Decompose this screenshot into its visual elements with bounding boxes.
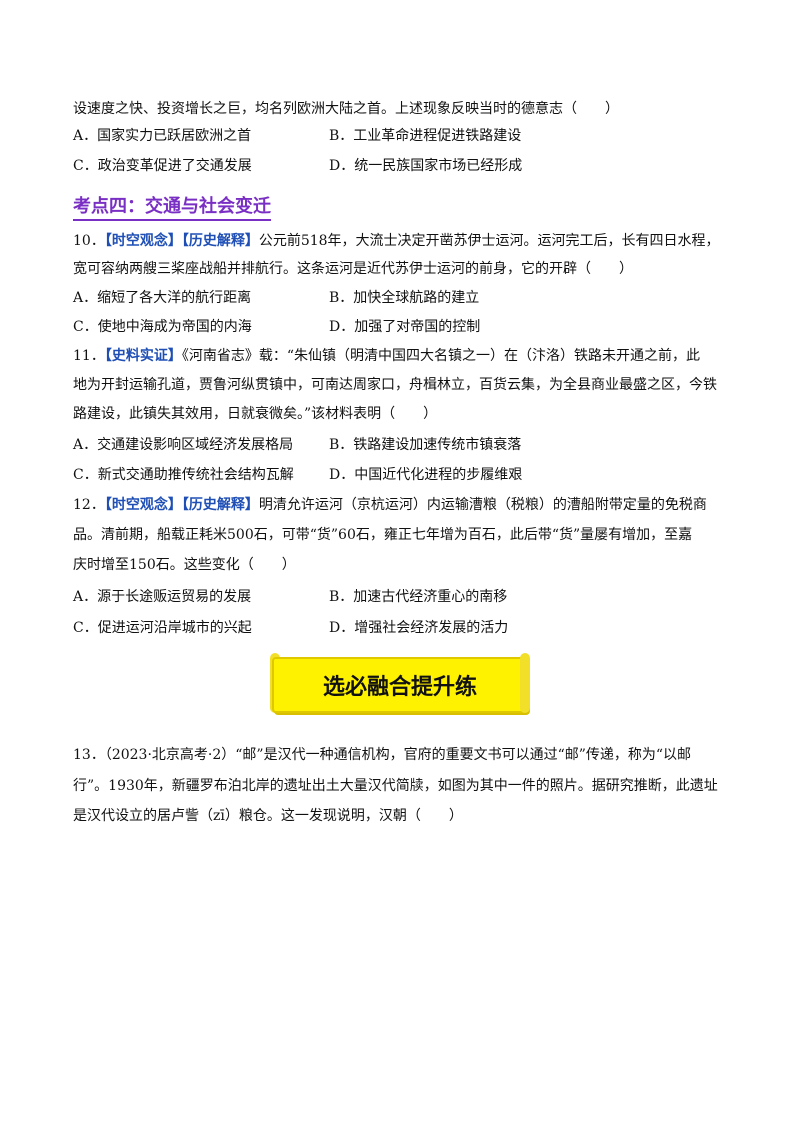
q12-stem-text: 明清允许运河（京杭运河）内运输漕粮（税粮）的漕船附带定量的免税商 bbox=[258, 497, 707, 513]
q12-number: 12． bbox=[73, 497, 105, 513]
q10-tag-spatiotemporal: 【时空观念】 bbox=[104, 233, 182, 249]
q10-option-c: C．使地中海成为帝国的内海 bbox=[73, 319, 252, 335]
q10-option-b: B．加快全球航路的建立 bbox=[329, 290, 480, 306]
q10-tag-interpretation: 【历史解释】 bbox=[181, 233, 259, 249]
q12-option-d: D．增强社会经济发展的活力 bbox=[329, 620, 509, 636]
q12-option-c: C．促进运河沿岸城市的兴起 bbox=[73, 620, 252, 636]
q9-option-d: D．统一民族国家市场已经形成 bbox=[329, 158, 523, 174]
section-banner: 选必融合提升练 bbox=[270, 653, 530, 713]
q9-option-c: C．政治变革促进了交通发展 bbox=[73, 158, 252, 174]
q12-tag-spatiotemporal: 【时空观念】 bbox=[104, 497, 182, 513]
q11-option-c: C．新式交通助推传统社会结构瓦解 bbox=[73, 467, 294, 483]
q11-stem-line3: 路建设，此镇失其效用，日就衰微矣。”该材料表明（ ） bbox=[73, 406, 438, 422]
q10-option-a: A．缩短了各大洋的航行距离 bbox=[73, 290, 252, 306]
section-heading: 考点四：交通与社会变迁 bbox=[73, 196, 271, 221]
q9-option-a: A．国家实力已跃居欧洲之首 bbox=[73, 128, 252, 144]
q11-option-a: A．交通建设影响区域经济发展格局 bbox=[73, 437, 294, 453]
q10-option-d: D．加强了对帝国的控制 bbox=[329, 319, 481, 335]
q13-stem-line1: 13．（2023·北京高考·2）“邮”是汉代一种通信机构，官府的重要文书可以通过… bbox=[73, 747, 692, 763]
q12-option-a: A．源于长途贩运贸易的发展 bbox=[73, 589, 252, 605]
q10-stem-line2: 宽可容纳两艘三桨座战船并排航行。这条运河是近代苏伊士运河的前身，它的开辟（ ） bbox=[73, 261, 633, 277]
q10-stem-text: 公元前518年，大流士决定开凿苏伊士运河。运河完工后，长有四日水程， bbox=[258, 233, 720, 249]
q12-tag-interpretation: 【历史解释】 bbox=[181, 497, 259, 513]
q9-option-b: B．工业革命进程促进铁路建设 bbox=[329, 128, 522, 144]
q9-stem-tail: 设速度之快、投资增长之巨，均名列欧洲大陆之首。上述现象反映当时的德意志（ ） bbox=[73, 101, 619, 117]
q12-stem-line2: 品。清前期，船载正耗米500石，可带“货”60石，雍正七年增为百石，此后带“货”… bbox=[73, 527, 693, 543]
banner-label: 选必融合提升练 bbox=[272, 657, 528, 713]
q12-stem-line1: 12．【时空观念】【历史解释】明清允许运河（京杭运河）内运输漕粮（税粮）的漕船附… bbox=[73, 496, 707, 514]
q13-stem-line2: 行”。1930年，新疆罗布泊北岸的遗址出土大量汉代简牍，如图为其中一件的照片。据… bbox=[73, 778, 718, 794]
q11-stem-line1: 11．【史料实证】《河南省志》载：“朱仙镇（明清中国四大名镇之一）在（汴洛）铁路… bbox=[73, 347, 700, 365]
q11-option-d: D．中国近代化进程的步履维艰 bbox=[329, 467, 523, 483]
q10-number: 10． bbox=[73, 233, 105, 249]
q11-option-b: B．铁路建设加速传统市镇衰落 bbox=[329, 437, 522, 453]
q10-stem-line1: 10．【时空观念】【历史解释】公元前518年，大流士决定开凿苏伊士运河。运河完工… bbox=[73, 232, 720, 250]
q11-number: 11． bbox=[73, 348, 105, 364]
q11-stem-text: 《河南省志》载：“朱仙镇（明清中国四大名镇之一）在（汴洛）铁路未开通之前，此 bbox=[181, 348, 700, 364]
q12-stem-line3: 庆时增至150石。这些变化（ ） bbox=[73, 557, 296, 573]
scroll-curl-right bbox=[520, 653, 530, 713]
q11-stem-line2: 地为开封运输孔道，贾鲁河纵贯镇中，可南达周家口，舟楫林立，百货云集，为全县商业最… bbox=[73, 377, 717, 393]
q11-tag-evidence: 【史料实证】 bbox=[104, 348, 182, 364]
q12-option-b: B．加速古代经济重心的南移 bbox=[329, 589, 508, 605]
q13-stem-line3: 是汉代设立的居卢訾（zī）粮仓。这一发现说明，汉朝（ ） bbox=[73, 808, 463, 824]
